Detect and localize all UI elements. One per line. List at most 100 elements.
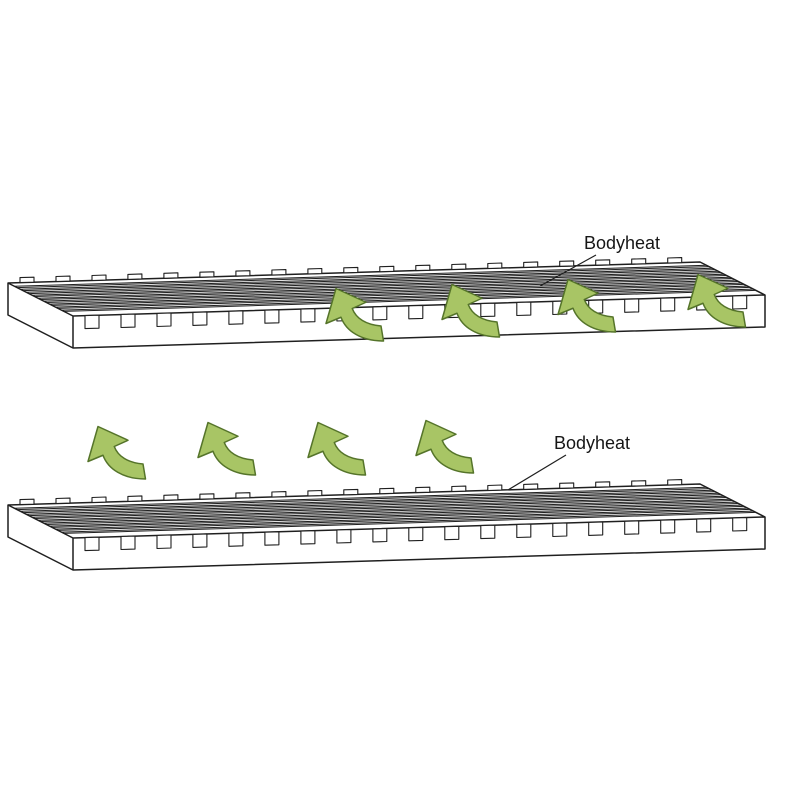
upper-diagram: Bodyheat xyxy=(7,233,766,349)
vent-slot xyxy=(372,527,388,543)
vent-slot xyxy=(487,484,503,492)
vent-slot xyxy=(19,276,35,284)
vent-slot xyxy=(343,266,359,274)
vent-slot xyxy=(624,520,640,535)
vent-slot xyxy=(415,264,431,272)
vent-slot xyxy=(667,257,683,264)
vent-slot xyxy=(55,275,71,283)
vent-slot xyxy=(199,271,215,278)
heat-arrow-icon xyxy=(307,421,367,476)
groove-line xyxy=(20,267,713,290)
vent-slot xyxy=(595,259,611,266)
vent-slot xyxy=(199,493,215,500)
groove-line xyxy=(37,498,730,521)
vent-slot xyxy=(228,310,244,325)
vent-slot xyxy=(91,274,107,282)
vent-slot xyxy=(516,523,532,539)
upper-mattress xyxy=(7,257,766,349)
vent-slot xyxy=(444,525,460,541)
vent-slot xyxy=(408,526,424,542)
vent-slot xyxy=(336,529,352,544)
vent-slot xyxy=(480,524,496,540)
groove-line xyxy=(46,281,739,303)
vent-slot xyxy=(343,488,359,496)
vent-slot xyxy=(84,314,100,330)
lower-diagram: Bodyheat xyxy=(7,419,766,571)
lower-mattress xyxy=(7,479,766,571)
vent-slot xyxy=(91,496,107,504)
lower-heat-arrows xyxy=(87,419,475,480)
groove-line xyxy=(31,273,725,296)
vent-slot xyxy=(559,482,575,489)
groove-line xyxy=(26,492,719,515)
groove-line xyxy=(40,278,733,300)
vent-slot xyxy=(379,265,395,273)
groove-line xyxy=(49,504,742,527)
groove-line xyxy=(26,270,719,293)
groove-line xyxy=(55,285,748,308)
vent-slot xyxy=(120,535,136,551)
groove-line xyxy=(40,500,733,522)
vent-slot xyxy=(156,534,172,550)
vent-slot xyxy=(660,297,676,312)
groove-line xyxy=(34,275,727,297)
vent-slot xyxy=(631,258,647,265)
vent-slot xyxy=(235,270,251,277)
vent-slot xyxy=(84,536,100,552)
groove-line xyxy=(34,497,727,519)
heat-arrow-icon xyxy=(415,419,475,474)
vent-slot xyxy=(228,532,244,547)
groove-line xyxy=(22,269,716,292)
vent-slot xyxy=(156,312,172,328)
vent-slot xyxy=(300,308,316,323)
vent-slot xyxy=(264,309,280,324)
mattress-grooves xyxy=(14,486,756,534)
vent-slots-front xyxy=(84,517,748,552)
vent-slot xyxy=(300,530,316,545)
groove-line xyxy=(14,486,707,509)
vent-slot xyxy=(192,311,208,326)
groove-line xyxy=(63,511,756,534)
vent-slot xyxy=(235,492,251,499)
groove-line xyxy=(63,289,756,312)
groove-line xyxy=(61,510,754,533)
groove-line xyxy=(22,491,716,514)
vent-slot xyxy=(595,481,611,488)
vent-slot xyxy=(379,487,395,495)
vent-slot xyxy=(487,262,503,270)
vent-slot xyxy=(516,301,532,317)
vent-slot xyxy=(127,273,143,280)
vent-slot xyxy=(451,263,467,271)
vent-slots-back xyxy=(19,257,683,284)
vent-slot xyxy=(127,495,143,502)
vent-slot xyxy=(19,498,35,506)
groove-line xyxy=(61,288,754,311)
mattress-grooves xyxy=(14,264,756,312)
leader-line-lower xyxy=(507,454,567,491)
groove-line xyxy=(52,505,745,528)
vent-slot xyxy=(307,489,323,497)
vent-slot xyxy=(192,533,208,548)
vent-slot xyxy=(696,518,712,533)
groove-line xyxy=(20,489,713,512)
groove-line xyxy=(43,501,736,524)
groove-line xyxy=(28,272,721,295)
groove-line xyxy=(37,276,730,299)
groove-line xyxy=(58,508,751,531)
bodyheat-label-lower: Bodyheat xyxy=(554,433,630,453)
vent-slot xyxy=(552,522,568,538)
vent-slot xyxy=(451,485,467,493)
vent-slot xyxy=(480,302,496,318)
groove-line xyxy=(46,503,739,525)
leader-line-upper xyxy=(539,254,597,287)
vent-slot xyxy=(631,480,647,487)
vent-slot xyxy=(372,305,388,321)
vent-slot xyxy=(271,269,287,276)
vent-slot xyxy=(264,531,280,546)
groove-line xyxy=(17,488,710,511)
vent-slot xyxy=(559,260,575,267)
vent-slot xyxy=(163,494,179,501)
groove-line xyxy=(14,264,707,287)
vent-slot xyxy=(523,483,539,490)
